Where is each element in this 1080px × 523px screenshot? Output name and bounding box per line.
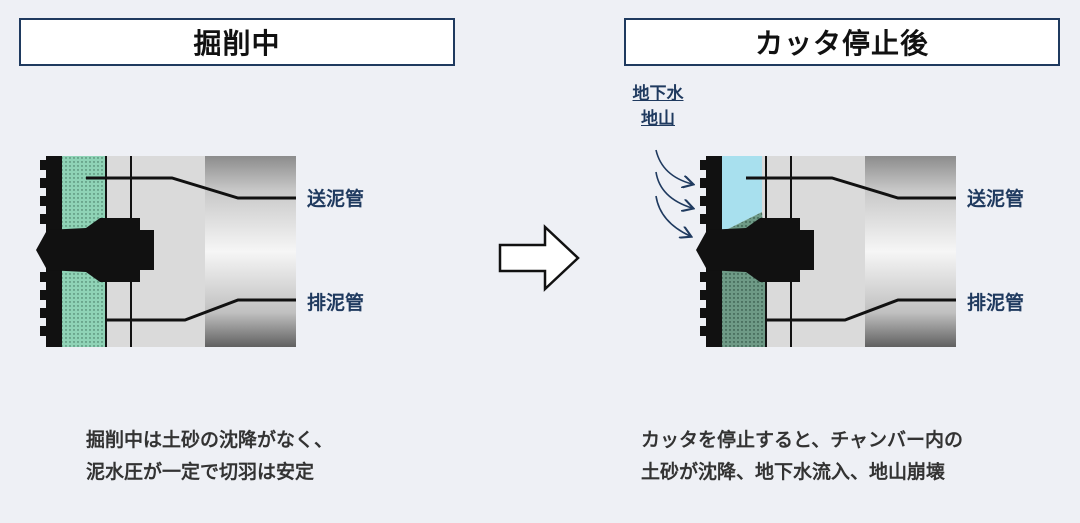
shield-left — [36, 156, 296, 347]
label-feed-pipe-right: 送泥管 — [967, 188, 1025, 210]
title-after-cutter-stop: カッタ停止後 — [624, 18, 1060, 66]
caption-right: カッタを停止すると、チャンバー内の 土砂が沈降、地下水流入、地山崩壊 — [641, 424, 963, 488]
label-feed-pipe-left: 送泥管 — [307, 188, 365, 210]
shield-tail — [205, 156, 296, 347]
caption-left-line2: 泥水圧が一定で切羽は安定 — [86, 461, 315, 483]
title-excavating: 掘削中 — [19, 18, 455, 66]
caption-left: 掘削中は土砂の沈降がなく、 泥水圧が一定で切羽は安定 — [86, 424, 333, 488]
feed-pipe-line — [746, 176, 956, 200]
feed-pipe-line — [86, 176, 296, 200]
groundwater-inflow — [722, 156, 762, 232]
label-discharge-pipe-right: 排泥管 — [967, 292, 1025, 314]
annotation-groundwater-ground: 地下水 地山 — [620, 82, 696, 132]
annotation-groundwater: 地下水 — [632, 84, 684, 104]
discharge-pipe-line — [106, 298, 296, 322]
caption-right-line2: 土砂が沈降、地下水流入、地山崩壊 — [641, 461, 946, 483]
label-discharge-pipe-left: 排泥管 — [307, 292, 365, 314]
transition-arrow-icon — [498, 224, 580, 292]
caption-left-line1: 掘削中は土砂の沈降がなく、 — [86, 429, 334, 451]
shield-right — [696, 156, 956, 347]
cutter-shaft — [46, 218, 154, 282]
discharge-pipe-line — [766, 298, 956, 322]
inflow-arrows-icon — [655, 149, 692, 236]
cutter-shaft — [706, 218, 814, 282]
annotation-ground: 地山 — [641, 109, 675, 129]
caption-right-line1: カッタを停止すると、チャンバー内の — [641, 429, 964, 451]
shield-tail — [865, 156, 956, 347]
